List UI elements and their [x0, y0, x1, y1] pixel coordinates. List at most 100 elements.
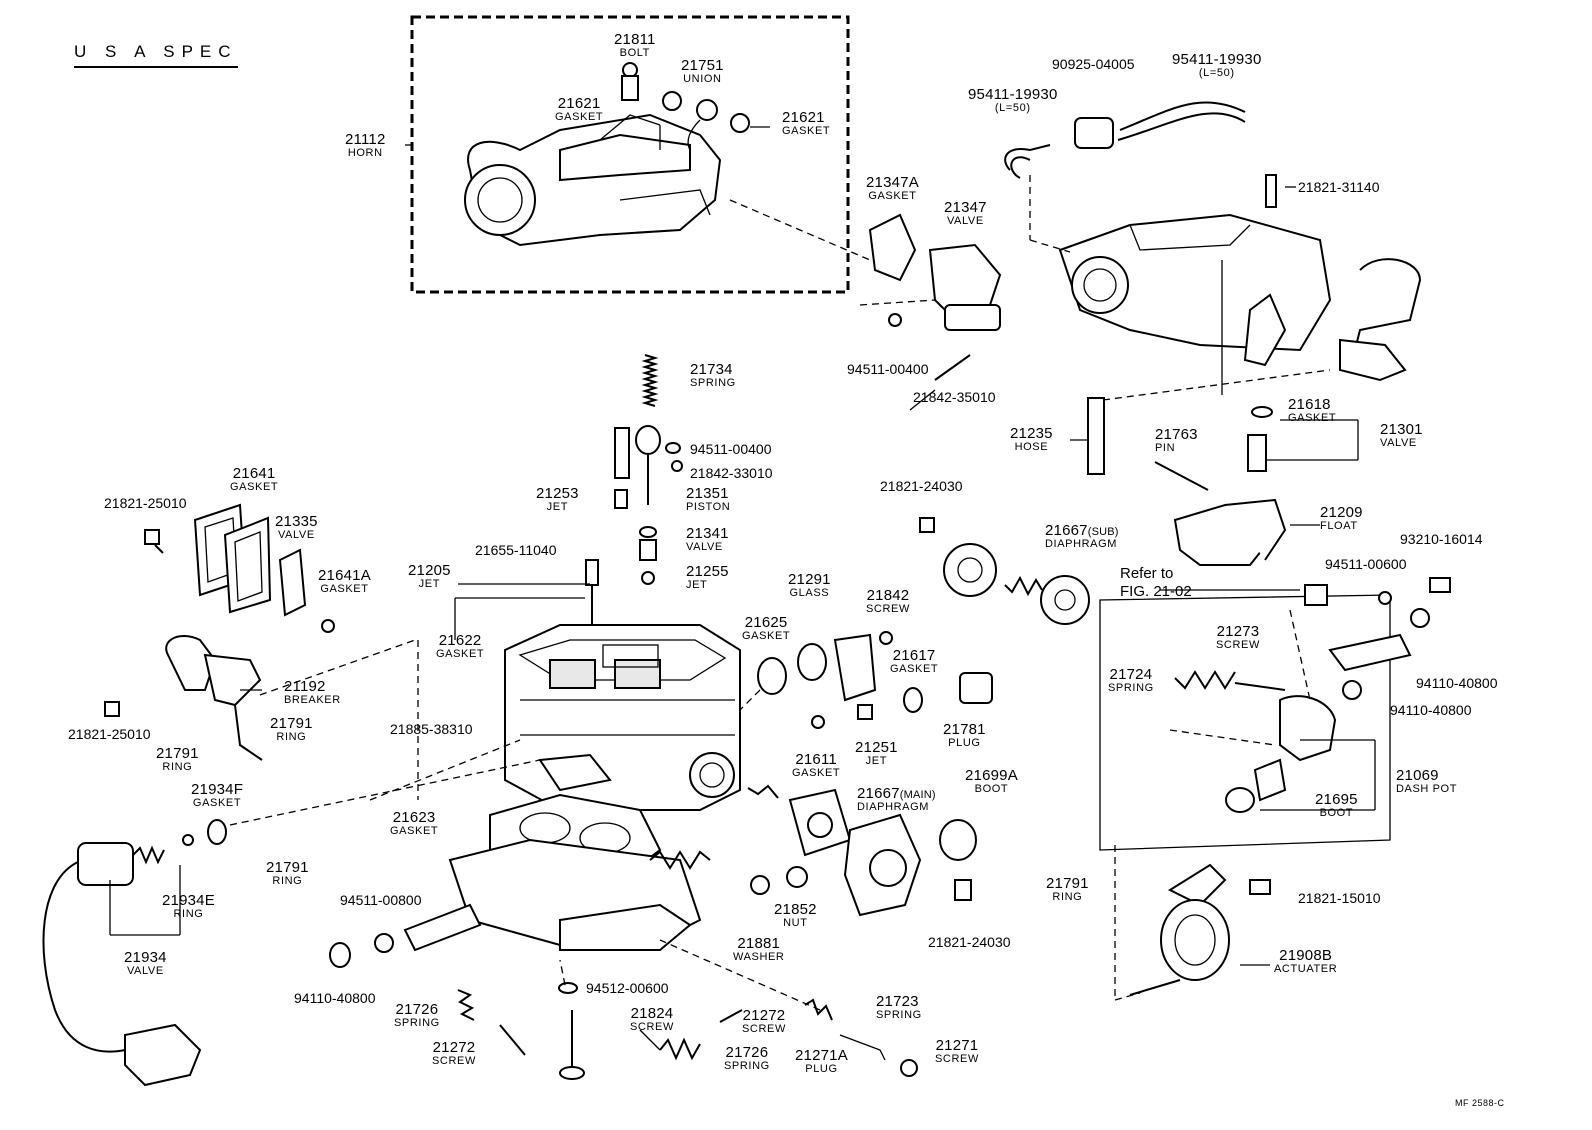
- spring-piston-drawing: [585, 354, 683, 640]
- leader-lines: [109, 126, 1376, 1051]
- horn-assembly-box: [410, 15, 850, 294]
- part-label-94110-40800-a: 94110-40800: [1416, 675, 1498, 691]
- left-gaskets-drawing: [144, 503, 335, 633]
- part-label-94511-00400-a: 94511-00400: [847, 361, 929, 377]
- part-label-21667-main: 21667(MAIN)DIAPHRAGM: [857, 785, 936, 813]
- main-carb-body-drawing: [504, 624, 741, 811]
- part-label-95411-left: 95411-19930(L=50): [968, 86, 1058, 114]
- part-label-21821-25010-a: 21821-25010: [104, 495, 187, 511]
- lower-right-body-drawing: [1099, 577, 1451, 851]
- refer-line-1: Refer to: [1120, 565, 1174, 582]
- part-label-90925-04005: 90925-04005: [1052, 56, 1135, 72]
- horn-assembly-drawing: [464, 62, 750, 247]
- part-label-94511-00400-b: 94511-00400: [690, 441, 772, 457]
- actuator-21908b-drawing: [1129, 863, 1271, 996]
- figure-code: MF 2588-C: [1455, 1098, 1505, 1108]
- part-label-94512-00600: 94512-00600: [586, 980, 669, 996]
- part-label-21842-35010: 21842-35010: [913, 389, 996, 405]
- part-label-94110-40800-b: 94110-40800: [1390, 702, 1472, 718]
- refer-note: Refer to FIG. 21-02: [1120, 565, 1192, 601]
- part-label-94511-00600: 94511-00600: [1325, 556, 1407, 572]
- part-label-21842-33010: 21842-33010: [690, 465, 773, 481]
- breaker-21192-drawing: [104, 635, 263, 761]
- valve-21934-drawing: [42, 819, 227, 1087]
- valve-21347-drawing: [868, 213, 1002, 381]
- part-label-21667-sub: 21667(SUB)DIAPHRAGM: [1045, 522, 1119, 550]
- dashed-alignment-lines: [229, 175, 1331, 1011]
- sight-glass-drawing: [757, 631, 993, 729]
- upper-carb-body-drawing: [1058, 213, 1422, 395]
- refer-line-2: FIG. 21-02: [1120, 583, 1192, 600]
- vacuum-hose-drawing: [1004, 101, 1277, 208]
- part-label-94110-40800-c: 94110-40800: [294, 990, 376, 1006]
- part-label-21655-11040: 21655-11040: [475, 542, 557, 558]
- part-label-95411-right: 95411-19930(L=50): [1172, 51, 1262, 79]
- bottom-small-parts-drawing: [329, 879, 972, 1080]
- part-label-21821-24030-a: 21821-24030: [880, 478, 963, 494]
- part-label-93210-16014: 93210-16014: [1400, 531, 1483, 547]
- part-label-21821-15010: 21821-15010: [1298, 890, 1381, 906]
- float-area-drawing: [1087, 397, 1287, 566]
- throttle-body-drawing: [403, 793, 711, 952]
- page-title: U S A SPEC: [74, 42, 238, 68]
- part-label-21821-31140: 21821-31140: [1298, 179, 1380, 195]
- part-label-21821-25010-b: 21821-25010: [68, 726, 151, 742]
- part-label-21821-24030-b: 21821-24030: [928, 934, 1011, 950]
- diaphragm-sub-drawing: [919, 517, 1090, 625]
- part-label-21885-38310: 21885-38310: [390, 721, 473, 737]
